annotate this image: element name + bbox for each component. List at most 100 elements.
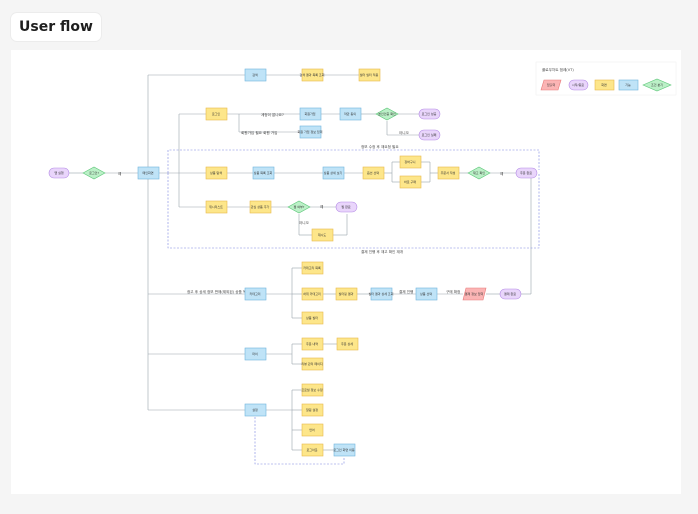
node-signup-form[interactable]: [299, 125, 322, 139]
node-cat-result[interactable]: [335, 287, 358, 301]
node-check-login-label: 로그인?: [89, 170, 99, 175]
edge-label-menu-note: 광고 후 상세 정보 판매(제외된) 상품 목록: [187, 289, 250, 294]
legend-io-label: 입출력: [547, 82, 556, 87]
node-set-profile-label: 프로필 정보 수정: [301, 387, 322, 392]
node-login[interactable]: [205, 107, 228, 121]
node-option-select-label: 옵션 선택: [367, 170, 379, 175]
node-buy-now-label: 바로 구매: [404, 179, 416, 184]
legend-page-label: 기능: [625, 82, 631, 87]
node-wishlist[interactable]: [205, 200, 228, 214]
node-buy-now[interactable]: [399, 175, 422, 189]
node-my-detail[interactable]: [336, 337, 359, 351]
node-cart-label: 장바구니: [404, 159, 415, 164]
node-settings[interactable]: [244, 403, 267, 417]
node-order-form-label: 주문서 작성: [441, 170, 456, 175]
node-retry-label: 재시도: [318, 232, 327, 237]
node-login-success[interactable]: [418, 108, 441, 120]
node-search[interactable]: [244, 68, 267, 82]
legend-page-shape: [618, 79, 639, 91]
node-pay-end-label: 결제 완료: [504, 291, 516, 296]
node-pay-end[interactable]: [499, 288, 522, 300]
node-stock-check-label: 재고 확인: [473, 170, 485, 175]
node-login-fail[interactable]: [418, 129, 441, 141]
node-wish-add[interactable]: [249, 200, 272, 214]
node-cat-c-label: 상품 필터: [306, 315, 318, 320]
legend-process-label: 화면: [601, 82, 607, 87]
node-wish-done[interactable]: [335, 201, 358, 213]
edge-label-no-login: 아니오: [399, 130, 410, 135]
edge-label-has-account: 회원가입 필요 회원 가입: [241, 130, 278, 135]
node-product-list-label: 상품 목록 조회: [254, 170, 273, 175]
node-search-filter[interactable]: [358, 68, 381, 82]
edge-label-pay: 결제 진행: [399, 289, 413, 294]
loop-connectors: [167, 149, 540, 465]
node-start-label: 앱 실행: [54, 170, 63, 175]
node-option-select[interactable]: [362, 166, 385, 180]
node-set-lang[interactable]: [301, 423, 324, 437]
node-start[interactable]: [48, 167, 70, 179]
node-browse[interactable]: [205, 166, 228, 180]
node-search-result-label: 검색 결과 목록 조회: [300, 72, 325, 77]
legend-io-shape: [540, 79, 562, 91]
node-search-filter-label: 필터 필터 적용: [360, 72, 379, 77]
node-cat-detail-label: 필터 결과 상세 조회: [369, 291, 394, 296]
node-set-profile[interactable]: [301, 383, 324, 397]
node-product-detail[interactable]: [322, 166, 345, 180]
node-set-alarm[interactable]: [301, 403, 324, 417]
edge-label-no-account: 계정이 없나요?: [261, 112, 284, 117]
edge-label-no-wish: 아니오: [299, 220, 310, 225]
node-search-label: 검색: [252, 72, 258, 77]
connectors: [69, 74, 532, 451]
nodes: 앱 실행 로그인? 메인화면 검색 검색 결과 목록 조회 필터 필터 적용 로…: [48, 68, 538, 457]
node-my-label: 마이: [252, 351, 258, 356]
legend-decision-label: 조건 분기: [651, 82, 663, 87]
node-wish-check[interactable]: [287, 200, 311, 214]
node-terms-label: 약관 동의: [344, 111, 356, 116]
node-category-label: 카테고리: [249, 291, 260, 296]
page-title: User flow: [19, 19, 93, 35]
node-pay-info[interactable]: [462, 287, 487, 301]
node-category[interactable]: [244, 287, 267, 301]
node-my-reviews-label: 리뷰 관리 페이지: [301, 361, 322, 366]
legend-title: 플로우차트 범례(VT): [542, 67, 574, 72]
legend-terminal-label: 시작/종료: [572, 82, 584, 87]
node-order-form[interactable]: [437, 166, 460, 180]
node-cat-a[interactable]: [301, 261, 324, 275]
node-set-logout-done-label: 로그인 화면 이동: [333, 447, 354, 452]
node-signup[interactable]: [299, 107, 322, 121]
node-set-logout-done[interactable]: [333, 443, 356, 457]
legend-decision-shape: [642, 78, 672, 92]
node-verify-label: 본인인증 확인: [378, 111, 396, 116]
node-cat-b-label: 하위 카테고리: [303, 291, 321, 296]
node-search-result[interactable]: [301, 68, 324, 82]
edge-label-confirm: 구매 확정: [446, 289, 460, 294]
node-cat-detail[interactable]: [370, 287, 393, 301]
node-verify[interactable]: [375, 107, 399, 121]
node-set-alarm-label: 알림 설정: [306, 407, 318, 412]
node-signup-form-label: 회원 가입 정보 입력: [298, 129, 323, 134]
node-cat-select[interactable]: [415, 287, 438, 301]
node-signup-label: 회원가입: [304, 111, 315, 116]
node-my[interactable]: [244, 347, 267, 361]
flow-canvas[interactable]: 예 계정이 없나요? 회원가입 필요 회원 가입 정보 수정 후 재요청 필요 …: [11, 50, 681, 494]
node-my-reviews[interactable]: [301, 357, 324, 371]
node-login-fail-label: 로그인 실패: [422, 132, 437, 137]
legend-terminal-shape: [568, 79, 589, 91]
node-main[interactable]: [137, 166, 160, 180]
node-my-orders-label: 주문 내역: [306, 341, 318, 346]
node-check-login[interactable]: [82, 166, 106, 180]
node-cat-a-label: 카테고리 목록: [303, 265, 321, 270]
node-retry[interactable]: [311, 228, 334, 242]
node-my-orders[interactable]: [301, 337, 324, 351]
node-cart[interactable]: [399, 155, 422, 169]
node-product-list[interactable]: [252, 166, 275, 180]
node-terms[interactable]: [339, 107, 362, 121]
node-stock-check[interactable]: [467, 166, 491, 180]
node-cat-b[interactable]: [301, 287, 324, 301]
node-set-logout[interactable]: [301, 443, 324, 457]
node-set-lang-label: 언어: [309, 427, 315, 432]
node-order-done[interactable]: [515, 167, 538, 179]
node-cat-c[interactable]: [301, 311, 324, 325]
node-product-detail-label: 상품 상세 보기: [324, 170, 343, 175]
node-cat-result-label: 필터링 결과: [339, 291, 354, 296]
